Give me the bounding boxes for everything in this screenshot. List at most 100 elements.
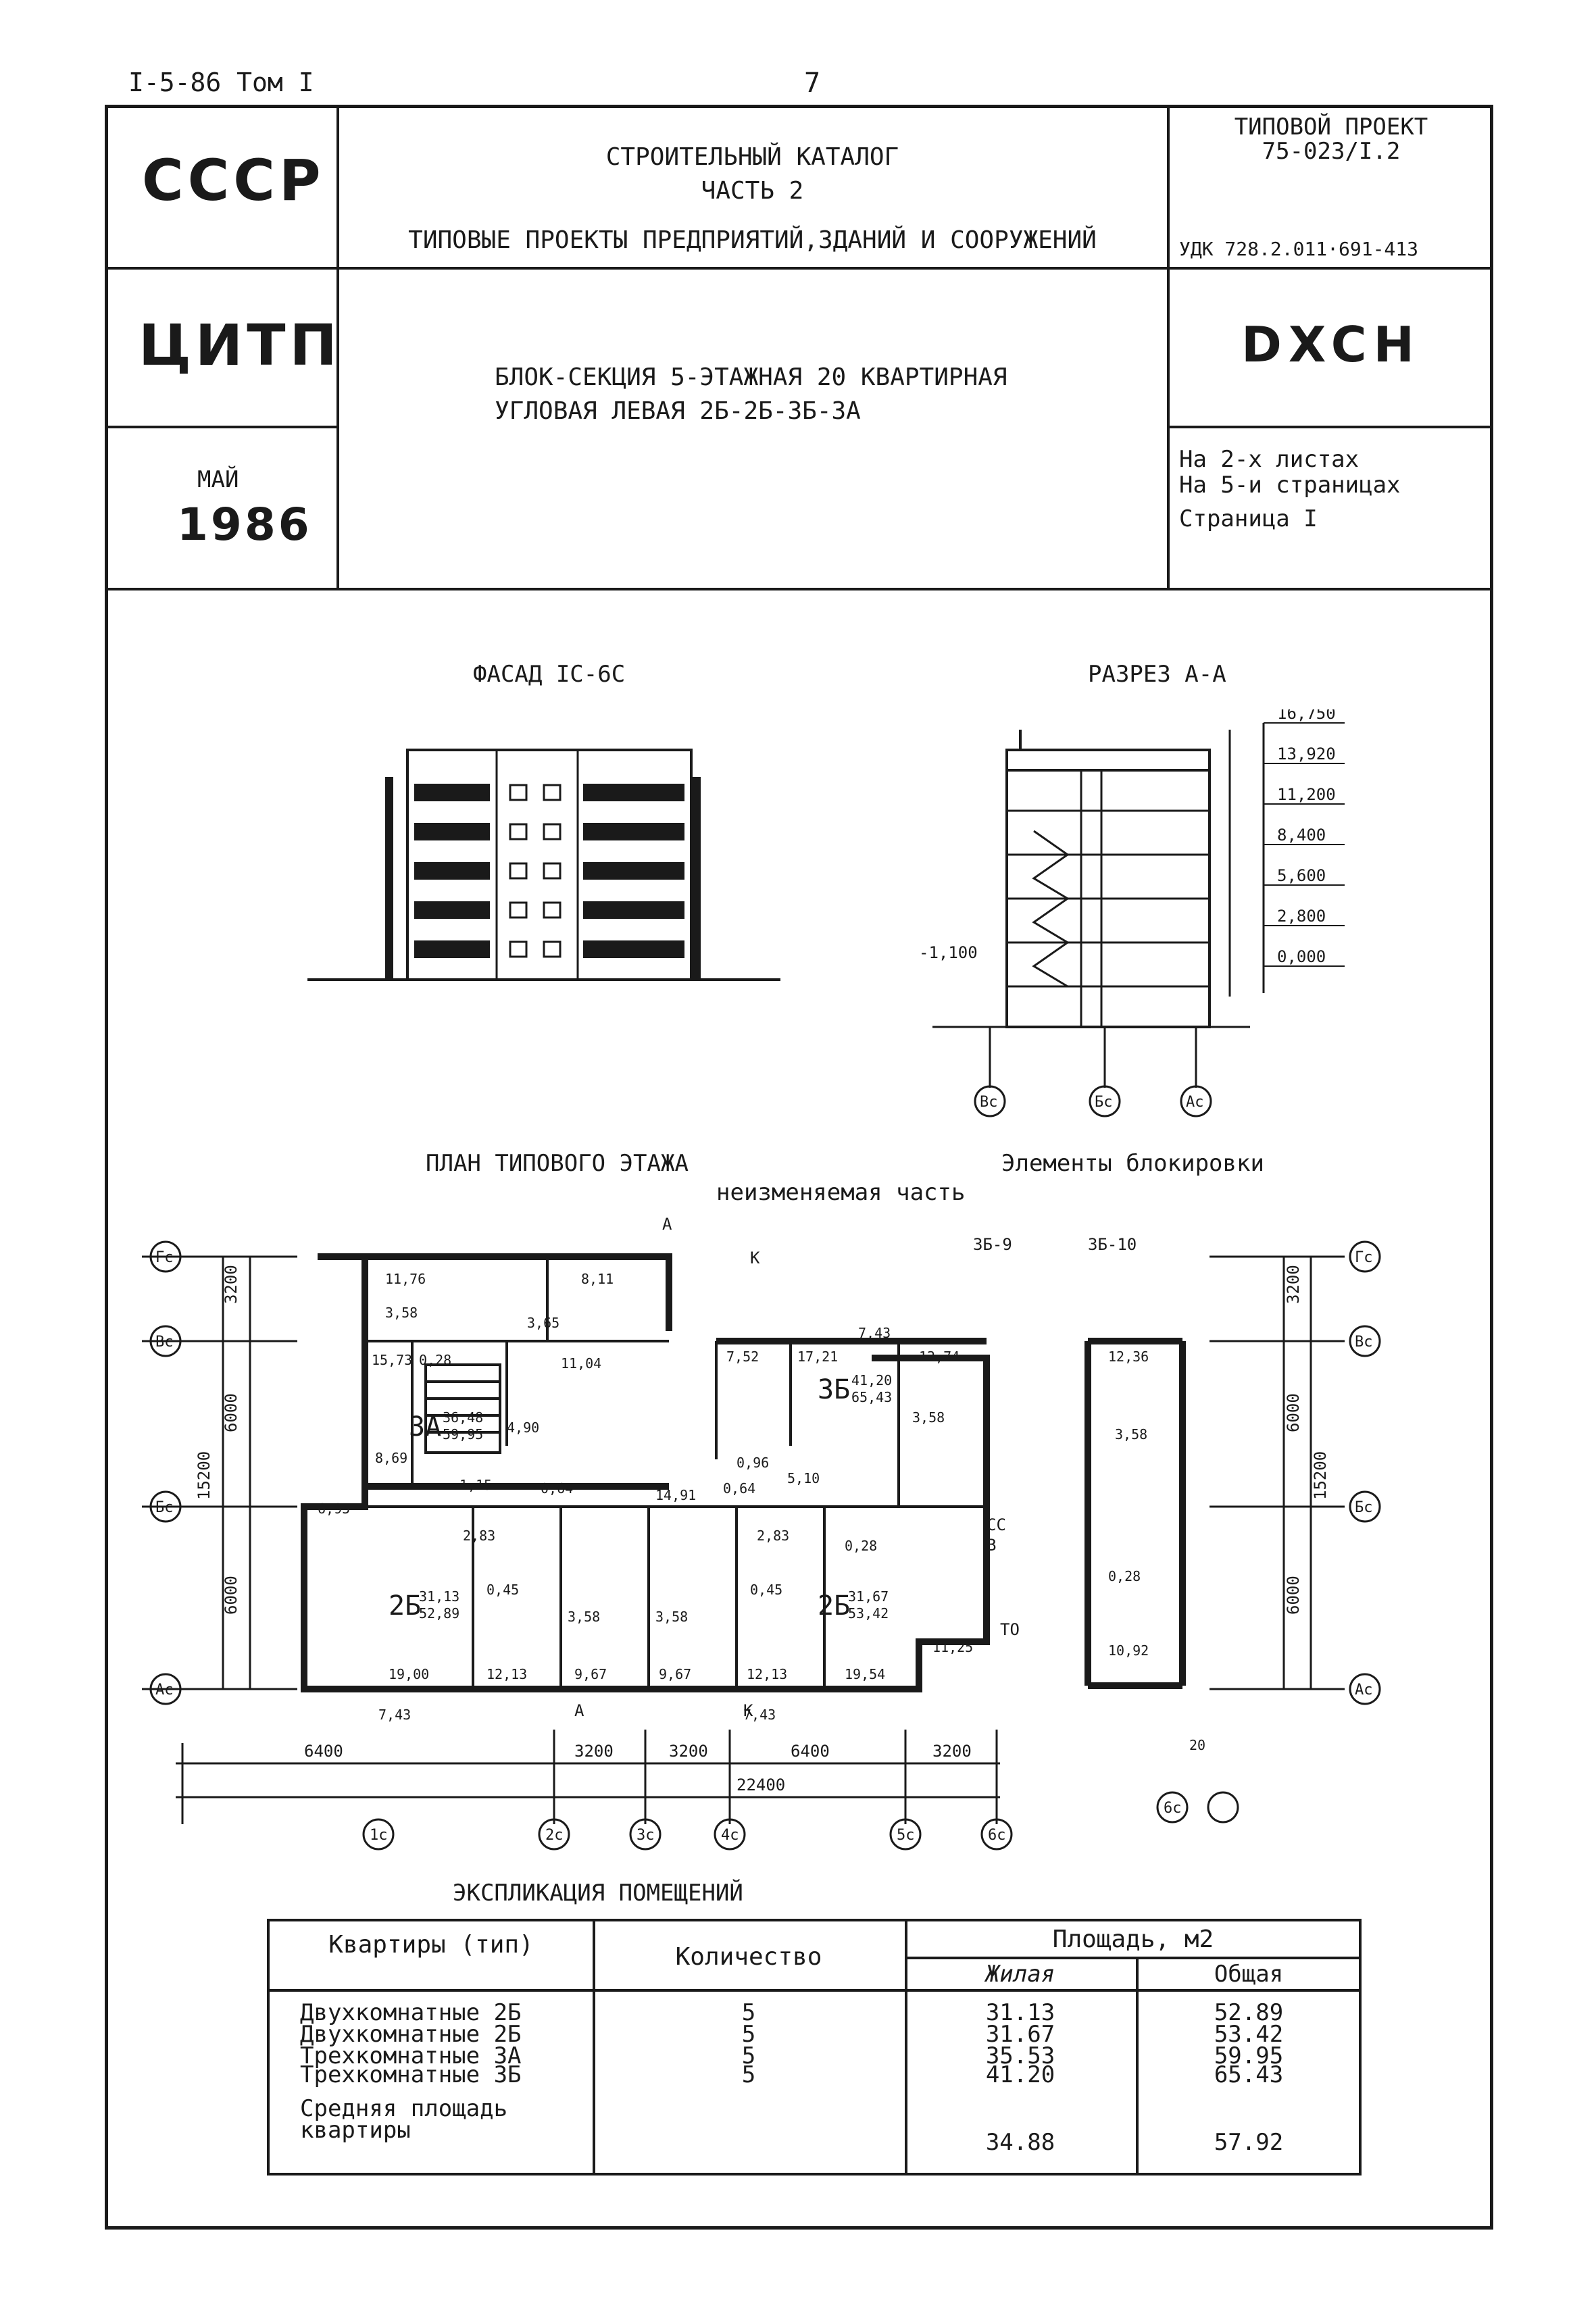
table-row-living: 41.20 (985, 2061, 1055, 2088)
room-area: 1,15 (459, 1477, 492, 1493)
room-area: 0,28 (419, 1352, 451, 1368)
living-area: 36,48 (443, 1409, 483, 1426)
document-code: I-5-86 Том I (128, 68, 314, 97)
room-area: 11,76 (385, 1271, 426, 1287)
room-area: 7,43 (858, 1325, 891, 1341)
room-area: 17,21 (797, 1349, 838, 1365)
col-axis-label: 6с (1164, 1800, 1182, 1817)
dim-text: 6000 (1284, 1393, 1303, 1432)
cut-mark: А (574, 1701, 584, 1720)
cut-mark: ТО (1000, 1620, 1020, 1639)
room-area: 6,95 (318, 1501, 350, 1517)
page-index: Страница I (1179, 505, 1318, 532)
table-row-type: Трехкомнатные 3Б (300, 2061, 522, 2088)
object-title-line-2: УГЛОВАЯ ЛЕВАЯ 2Б-2Б-3Б-3А (495, 397, 861, 425)
room-area: 12,13 (747, 1666, 787, 1682)
explication-table: Квартиры (тип) Количество Площадь, м2 Жи… (267, 1919, 1362, 2175)
col-header-area: Площадь, м2 (1052, 1926, 1214, 1953)
dim-text: 6000 (222, 1393, 241, 1432)
ussr-title: СССР (142, 147, 325, 213)
room-area: 3,58 (568, 1609, 600, 1625)
udk-code: УДК 728.2.011·691-413 (1179, 238, 1419, 260)
room-area: 12,13 (487, 1666, 527, 1682)
table-row-type: Двухкомнатные 2Б (300, 2021, 522, 2048)
table-row-total: 53.42 (1214, 2021, 1284, 2048)
room-area: 3,58 (912, 1409, 945, 1426)
room-area: 0,96 (737, 1455, 769, 1471)
grid-line (1167, 105, 1170, 589)
room-area: 0,45 (487, 1582, 519, 1598)
room-area: 8,11 (581, 1271, 614, 1287)
table-row-count: 5 (741, 2061, 756, 2088)
project-label: ТИПОВОЙ ПРОЕКТ (1234, 114, 1428, 141)
citp-title: ЦИТП (139, 312, 341, 378)
room-area: 12,36 (1108, 1349, 1149, 1365)
room-area: 7,43 (743, 1707, 776, 1723)
month-label: МАЙ (197, 466, 239, 493)
dim-text: 3200 (1284, 1265, 1303, 1304)
dim-total: 15200 (195, 1451, 214, 1500)
table-row-count: 5 (741, 1999, 756, 2026)
average-label: Средняя площадь (300, 2095, 508, 2122)
axis-label: Вс (980, 1094, 998, 1111)
catalog-line-3: ТИПОВЫЕ ПРОЕКТЫ ПРЕДПРИЯТИЙ,ЗДАНИЙ И СОО… (408, 226, 1097, 254)
grid-line (105, 588, 1493, 590)
room-area: 12,74 (919, 1349, 959, 1365)
room-area: 14,91 (655, 1487, 696, 1503)
col-axis-label: 4с (721, 1827, 739, 1844)
dim-text: 6000 (222, 1576, 241, 1615)
living-area: 31,67 (848, 1588, 889, 1605)
row-axis-label: Вс (1355, 1334, 1373, 1351)
elevation-6: 2,800 (1277, 907, 1326, 926)
col-header-count: Количество (675, 1943, 822, 1971)
section-title: РАЗРЕЗ А-А (1088, 661, 1226, 688)
room-area: 9,67 (574, 1666, 607, 1682)
table-row-total: 65.43 (1214, 2061, 1284, 2088)
elevation-1: 16,750 (1277, 709, 1336, 723)
cut-mark: В (987, 1536, 996, 1555)
axis-label: Бс (1095, 1094, 1113, 1111)
dim-text: 3200 (222, 1265, 241, 1304)
dim-total: 15200 (1311, 1451, 1330, 1500)
col-axis-label: 1с (370, 1827, 388, 1844)
dim-text: 6400 (791, 1742, 830, 1761)
table-row-count: 5 (741, 2021, 756, 2048)
dim-text: 3200 (669, 1742, 708, 1761)
elevation-2: 13,920 (1277, 745, 1336, 763)
sheet-count: На 2-х листах (1179, 446, 1360, 473)
table-row-living: 35.53 (985, 2042, 1055, 2069)
living-area: 31,13 (419, 1588, 459, 1605)
ground-elevation: -1,100 (919, 943, 978, 962)
col-axis-label: 6с (988, 1827, 1006, 1844)
cut-mark: К (750, 1249, 760, 1267)
year-label: 1986 (177, 499, 312, 551)
col-axis-label: 5с (897, 1827, 915, 1844)
room-area: 0,64 (723, 1480, 755, 1496)
row-axis-label: Вс (155, 1334, 174, 1351)
table-row-total: 59.95 (1214, 2042, 1284, 2069)
sheet-frame (105, 105, 1493, 2230)
table-rule (905, 1919, 907, 2175)
table-rule (593, 1919, 595, 2175)
col-header-living: Жилая (985, 1961, 1055, 1988)
room-area: 19,00 (389, 1666, 429, 1682)
cut-mark: К (743, 1701, 753, 1720)
axis-label: Ас (1186, 1094, 1204, 1111)
project-number: 75-023/I.2 (1262, 138, 1401, 165)
room-area: 15,73 (372, 1352, 412, 1368)
apartment-type: 2Б (818, 1590, 850, 1621)
elevation-4: 8,400 (1277, 826, 1326, 845)
row-axis-label: Бс (155, 1499, 174, 1516)
object-title-line-1: БЛОК-СЕКЦИЯ 5-ЭТАЖНАЯ 20 КВАРТИРНАЯ (495, 363, 1007, 391)
col-header-total: Общая (1214, 1961, 1284, 1988)
dim-total: 22400 (737, 1776, 785, 1794)
room-area: 0,64 (541, 1480, 573, 1496)
grid-line (105, 267, 1493, 270)
cut-mark: СС (987, 1515, 1006, 1534)
elevation-7: 0,000 (1277, 947, 1326, 966)
room-area: 3,58 (385, 1305, 418, 1321)
room-area: 0,28 (845, 1538, 877, 1554)
room-area: 2,83 (463, 1528, 495, 1544)
total-area: 53,42 (848, 1605, 889, 1621)
floor-plan: Гс Вс Бс Ас Гс Вс Бс Ас 1с 2с 3с 4с 5с 6… (142, 1216, 1381, 1851)
